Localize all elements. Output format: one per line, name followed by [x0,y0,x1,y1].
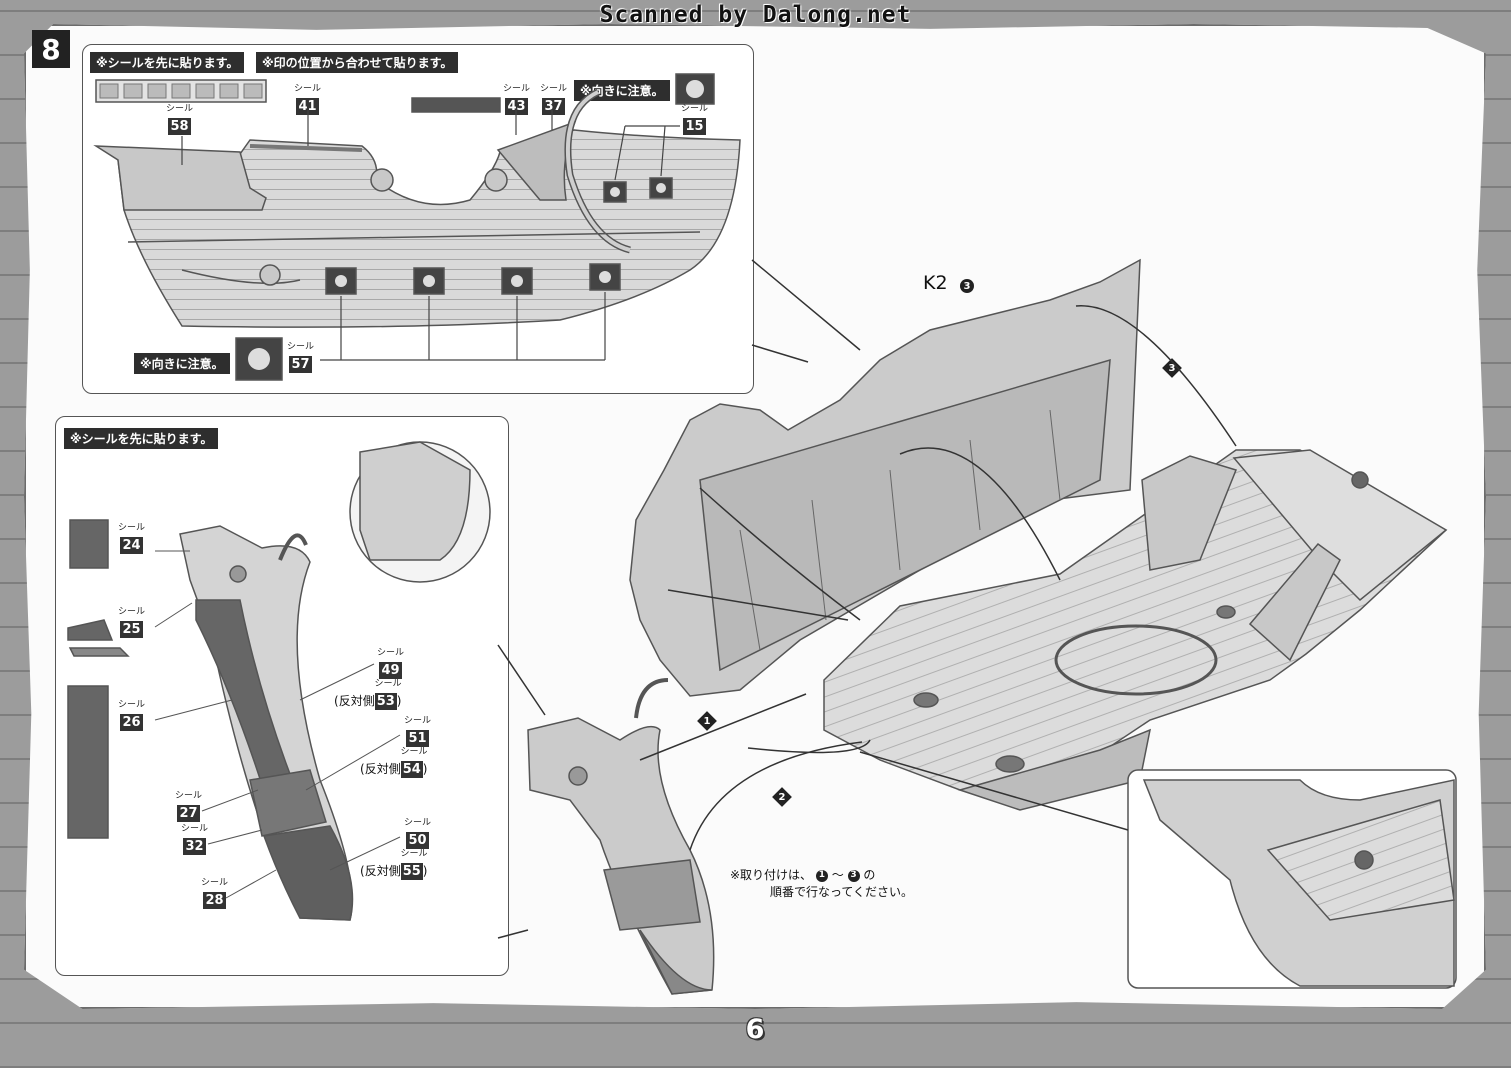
note-align-marks: ※印の位置から合わせて貼ります。 [256,52,459,73]
figurehead-part [527,678,715,995]
scan-credit: Scanned by Dalong.net [599,2,912,28]
note-orientation-bottom: ※向きに注意。 [134,353,230,374]
note-stickers-first: ※シールを先に貼ります。 [90,52,245,73]
ship-hull-side-view [93,73,741,381]
note-figurehead-stickers-first: ※シールを先に貼ります。 [64,428,219,449]
part-label-k2: K2 [923,272,948,294]
deck-part [823,449,1448,811]
figurehead-sticker-guide [67,441,491,921]
part-k2-step-marker: 3 [960,279,974,293]
page-number: 6 [745,1014,765,1045]
assembly-order-instruction: ※取り付けは、 1 ～ 3 の 順番で行なってください。 [730,868,914,899]
hull-wall-part [629,258,1141,697]
detail-inset [1127,769,1457,989]
step-number-badge: 8 [32,30,70,68]
assembly-arrows [497,259,1237,939]
